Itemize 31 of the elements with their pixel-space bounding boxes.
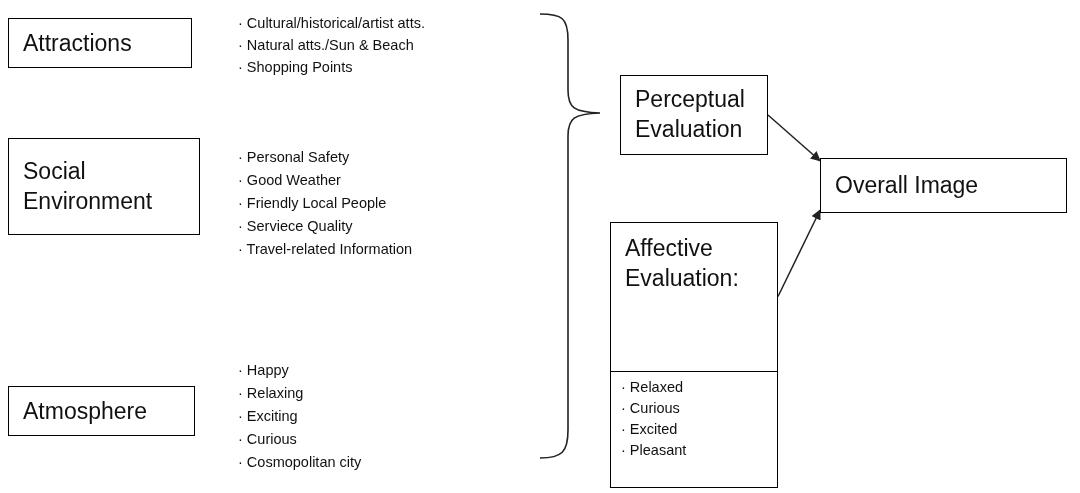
box-title: Atmosphere	[23, 397, 148, 426]
box-title: Overall Image	[835, 171, 980, 200]
arrow	[777, 209, 821, 298]
list-item: · Curious	[238, 430, 297, 448]
list-item: · Cosmopolitan city	[238, 453, 362, 471]
box-title: Affective Evaluation:	[625, 234, 740, 293]
list-item: · Good Weather	[238, 171, 341, 189]
list-item: · Friendly Local People	[238, 194, 387, 212]
list-item: · Shopping Points	[238, 58, 353, 76]
list-item: · Relaxing	[238, 384, 304, 402]
box	[610, 222, 778, 488]
list-item: · Exciting	[238, 407, 298, 425]
box	[620, 75, 768, 155]
list-item: · Curious	[621, 399, 680, 417]
list-item: · Serviece Quality	[238, 217, 353, 235]
list-item: · Travel-related Information	[238, 240, 413, 258]
box-title: Perceptual Evaluation	[635, 85, 746, 144]
list-item: · Happy	[238, 361, 289, 379]
list-item: · Relaxed	[621, 378, 684, 396]
list-item: · Natural atts./Sun & Beach	[238, 36, 414, 54]
list-item: · Excited	[621, 420, 678, 438]
box	[8, 18, 192, 68]
box	[8, 386, 195, 436]
box	[8, 138, 200, 235]
box-title: Social Environment	[23, 157, 154, 216]
list-item: · Pleasant	[621, 441, 687, 459]
box	[820, 158, 1067, 213]
box-title: Attractions	[23, 29, 133, 58]
list-item: · Personal Safety	[238, 148, 350, 166]
list-item: · Cultural/historical/artist atts.	[238, 14, 425, 32]
arrow	[767, 114, 821, 162]
